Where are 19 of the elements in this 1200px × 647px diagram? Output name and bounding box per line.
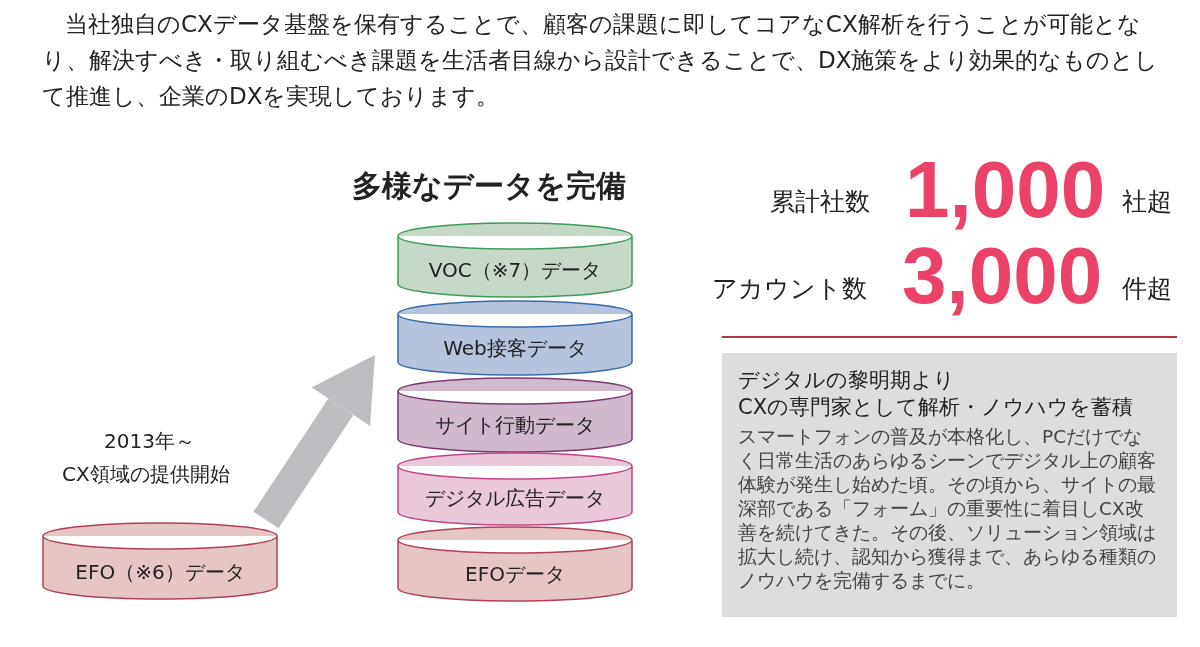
database-cylinder: EFOデータ <box>397 526 633 602</box>
stat-unit: 件超 <box>1122 273 1172 305</box>
database-cylinder: Web接客データ <box>397 300 633 376</box>
database-cylinder: VOC（※7）データ <box>397 222 633 298</box>
arrow-caption: 2013年～ <box>104 428 195 455</box>
stat-label: 累計社数 <box>770 186 870 218</box>
database-cylinder: デジタル広告データ <box>397 452 633 526</box>
section-heading: 多様なデータを完備 <box>352 167 626 205</box>
arrow-caption: CX領域の提供開始 <box>62 461 230 488</box>
panel-heading: CXの専門家として解析・ノウハウを蓄積 <box>738 394 1135 421</box>
stat-unit: 社超 <box>1122 186 1172 218</box>
panel-heading: デジタルの黎明期より <box>738 367 956 394</box>
intro-paragraph: 当社独自のCXデータ基盤を保有することで、顧客の課題に即してコアなCX解析を行うことが可能となり、解決すべき・取り組むべき課題を生活者目線から設計できることで、DX施策をより効果的なものとして推進し、企業のDXを実現しております。 <box>42 10 1160 111</box>
database-cylinder: EFO（※6）データ <box>42 522 278 600</box>
stat-label: アカウント数 <box>712 273 867 305</box>
panel-body: スマートフォンの普及が本格化し、PCだけでなく日常生活のあらゆるシーンでデジタル上の顧客体験が発生し始めた頃。その頃から、サイトの最深部である「フォーム」の重要性に着目しCX改善を続けてきた。その後、ソリューション領域は拡大し続け、認知から獲得まで、あらゆる種類のノウハウを完備するまでに。 <box>738 425 1157 593</box>
arrow <box>253 355 375 529</box>
info-panel <box>722 353 1177 617</box>
database-cylinder: サイト行動データ <box>397 377 633 453</box>
